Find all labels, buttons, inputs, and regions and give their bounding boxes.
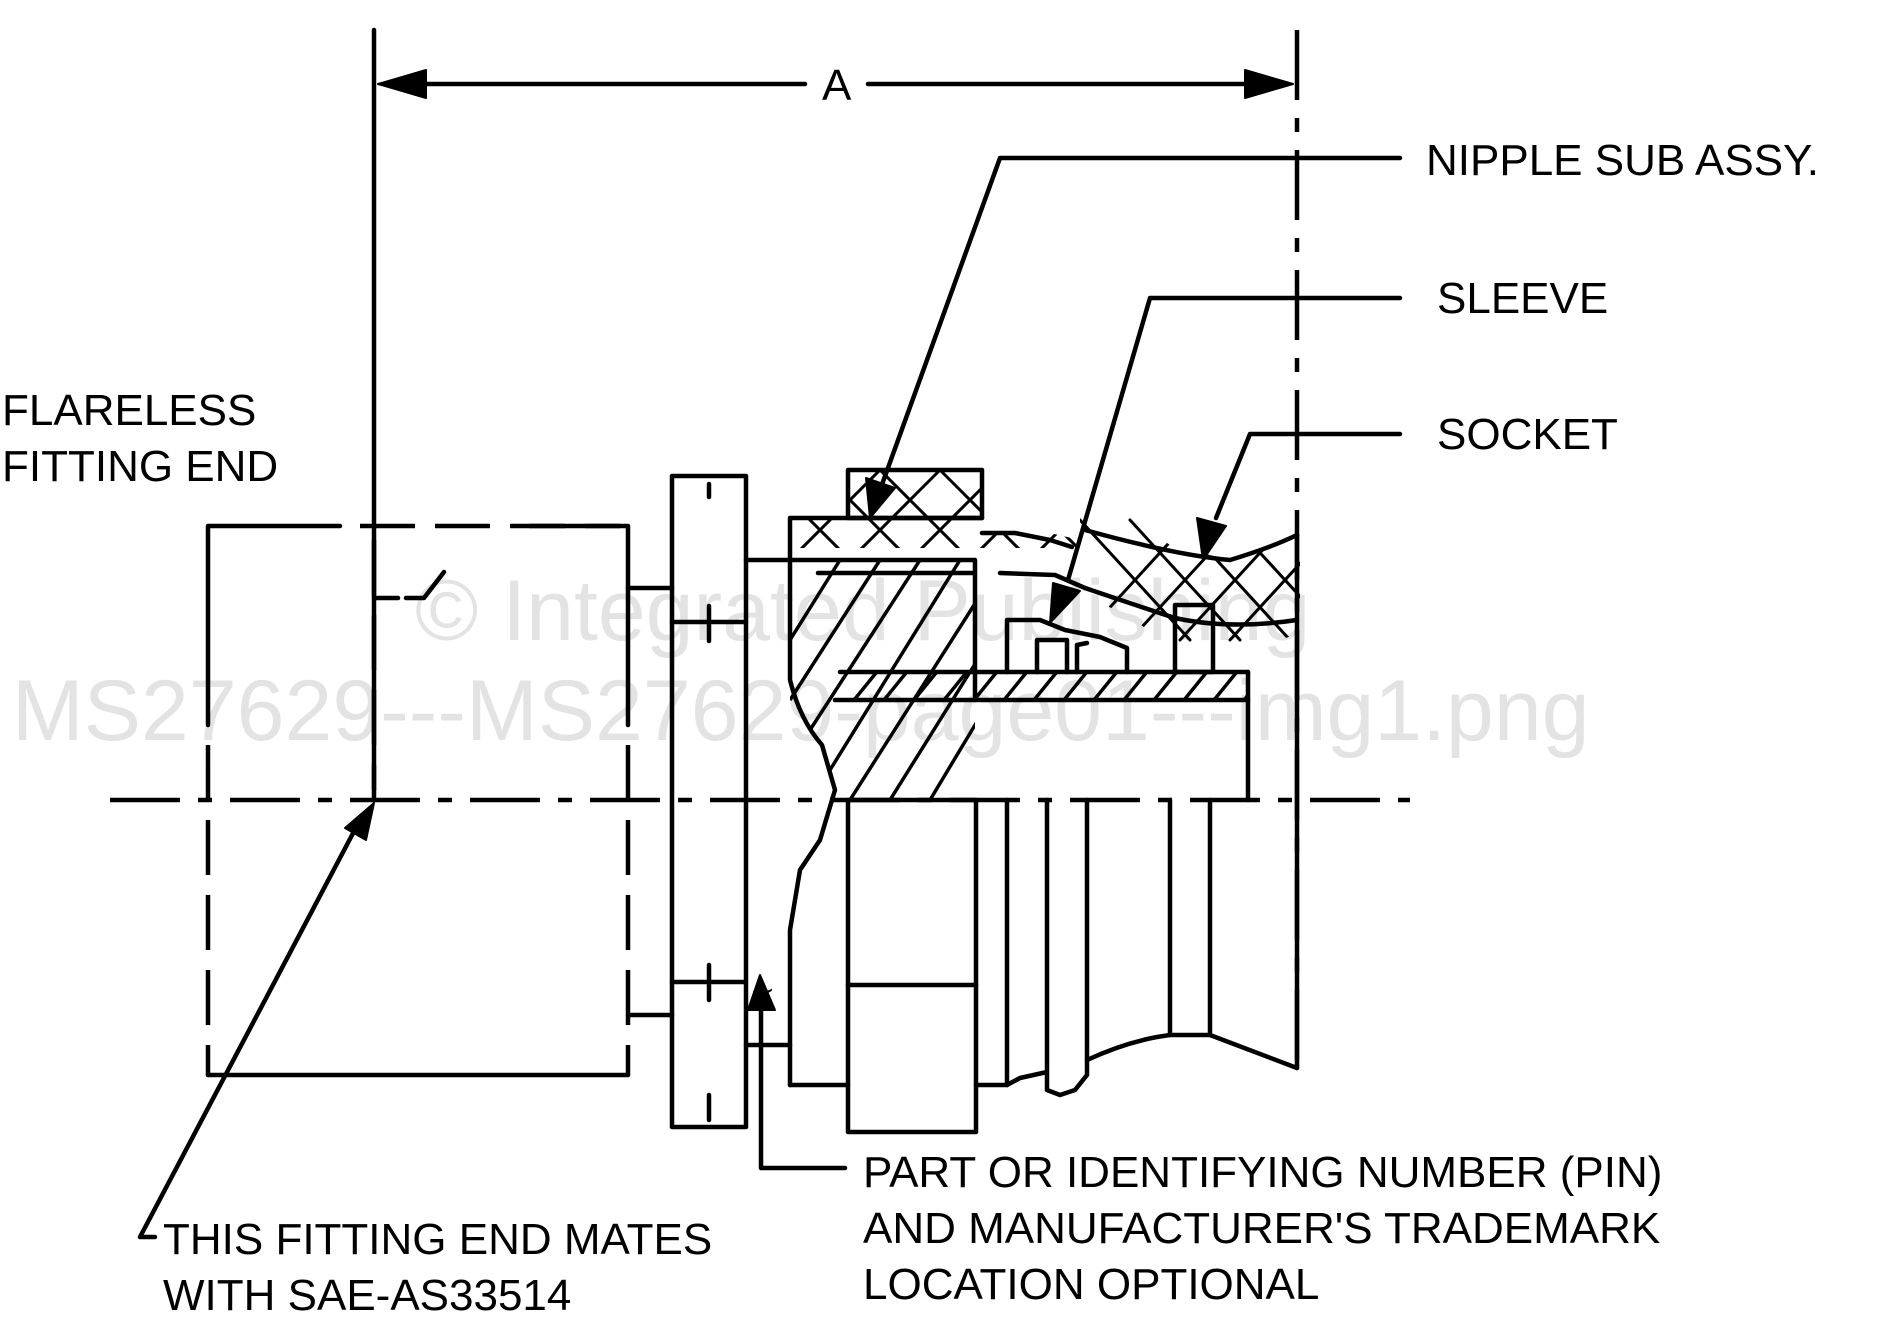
pin-symbol: ~ [750,973,775,1008]
callout-nipple-sub-assy: NIPPLE SUB ASSY. [1426,136,1819,185]
pin-note-line-3: LOCATION OPTIONAL [863,1260,1319,1309]
arrow-left-icon [377,69,427,99]
callout-sleeve: SLEEVE [1437,274,1608,323]
arrow-right-icon [1244,69,1294,99]
sleeve [1004,617,1130,675]
pin-note-line-1: PART OR IDENTIFYING NUMBER (PIN) [863,1148,1662,1197]
flareless-label-line-2: FITTING END [2,442,278,491]
leader-nipple [865,155,1403,519]
lower-body [743,532,1300,1135]
leader-mates [137,802,375,1240]
watermark-line-1: © Integrated Publishing [415,563,1310,659]
pin-note-line-2: AND MANUFACTURER'S TRADEMARK [863,1204,1660,1253]
mating-fitting-outline [205,523,631,1078]
pin-marker: ~ [747,973,848,1171]
flange [625,473,749,1130]
leader-sleeve [1049,295,1403,624]
mates-note-line-2: WITH SAE-AS33514 [163,1271,571,1320]
mates-note-line-1: THIS FITTING END MATES [163,1215,712,1264]
leader-socket [1196,431,1403,561]
callout-socket: SOCKET [1437,410,1618,459]
dimension-a: A [371,27,1300,1070]
dimension-label: A [822,61,852,110]
flareless-label-line-1: FLARELESS [2,386,256,435]
